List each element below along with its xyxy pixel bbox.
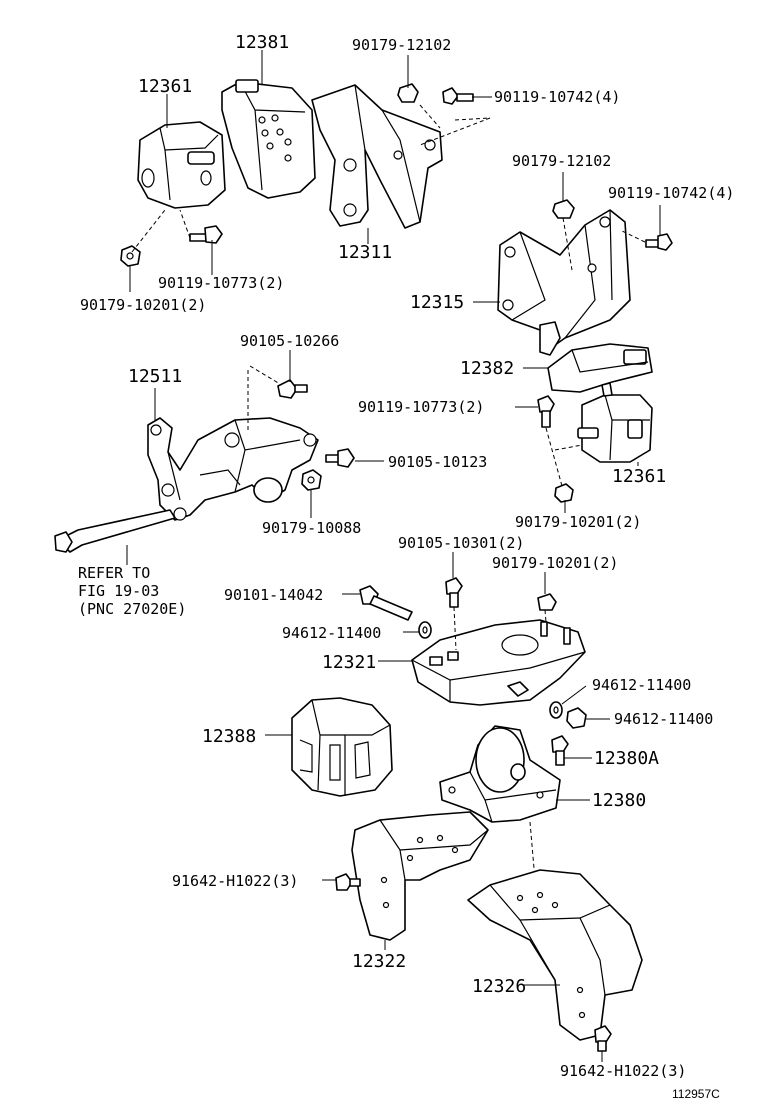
- nut-90179-10088: [301, 469, 322, 491]
- nut-90179-12102-top: [397, 83, 419, 103]
- label-12322: 12322: [352, 951, 406, 972]
- part-12322: [351, 811, 489, 941]
- part-12381: [221, 79, 316, 199]
- label-90119-10773-b: 90119-10773(2): [358, 398, 484, 416]
- label-12382: 12382: [460, 358, 514, 379]
- bolt-90119-10773-right: [537, 395, 555, 428]
- label-12315: 12315: [410, 292, 464, 313]
- bolt-90119-10742-top: [442, 87, 474, 105]
- part-12361-top: [137, 121, 226, 209]
- label-90179-10201-c: 90179-10201(2): [492, 554, 618, 572]
- label-12326: 12326: [472, 976, 526, 997]
- bolt-12380A: [551, 735, 569, 766]
- label-90179-10201-a: 90179-10201(2): [80, 296, 206, 314]
- label-90179-12102-b: 90179-12102: [512, 152, 611, 170]
- label-12311: 12311: [338, 242, 392, 263]
- label-90179-12102-a: 90179-12102: [352, 36, 451, 54]
- nut-90179-10201-right: [554, 483, 574, 503]
- label-94612-11400-b: 94612-11400: [592, 676, 691, 694]
- label-12361-a: 12361: [138, 76, 192, 97]
- long-bolt-refer: [54, 509, 176, 553]
- bolt-90119-10742-right: [645, 233, 673, 251]
- bolt-91642-H1022-b: [594, 1025, 612, 1052]
- label-12388: 12388: [202, 726, 256, 747]
- label-refer-line3: (PNC 27020E): [78, 600, 186, 618]
- label-12321: 12321: [322, 652, 376, 673]
- label-90119-10742-b: 90119-10742(4): [608, 184, 734, 202]
- label-90179-10088: 90179-10088: [262, 519, 361, 537]
- label-refer-line2: FIG 19-03: [78, 582, 159, 600]
- label-90105-10266: 90105-10266: [240, 332, 339, 350]
- part-12388: [291, 697, 393, 797]
- label-90179-10201-b: 90179-10201(2): [515, 513, 641, 531]
- nut-90179-12102-right: [552, 199, 575, 219]
- part-12380: [439, 725, 561, 823]
- bolt-91642-H1022-a: [335, 873, 361, 891]
- label-90101-14042: 90101-14042: [224, 586, 323, 604]
- part-12326: [467, 869, 643, 1041]
- part-12511: [147, 417, 319, 521]
- washer-94612-11400-b: [549, 701, 563, 719]
- label-91642-H1022-a: 91642-H1022(3): [172, 872, 298, 890]
- nut-94612-11400-c: [566, 707, 587, 729]
- label-90119-10773-a: 90119-10773(2): [158, 274, 284, 292]
- part-12382: [547, 343, 653, 393]
- label-94612-11400-a: 94612-11400: [282, 624, 381, 642]
- label-90105-10301: 90105-10301(2): [398, 534, 524, 552]
- bolt-90105-10123: [325, 448, 355, 468]
- label-12381: 12381: [235, 32, 289, 53]
- label-12380A: 12380A: [594, 748, 659, 769]
- part-12311: [311, 84, 443, 229]
- bolt-90105-10301: [445, 577, 463, 608]
- part-12361-right: [577, 382, 653, 463]
- label-90105-10123: 90105-10123: [388, 453, 487, 471]
- label-90119-10742-a: 90119-10742(4): [494, 88, 620, 106]
- label-94612-11400-c: 94612-11400: [614, 710, 713, 728]
- part-12315: [497, 209, 631, 356]
- part-12321: [411, 619, 586, 706]
- washer-94612-11400-a: [418, 621, 432, 639]
- label-refer-line1: REFER TO: [78, 564, 150, 582]
- nut-90179-10201-top: [120, 245, 141, 267]
- label-12361-b: 12361: [612, 466, 666, 487]
- bolt-90105-10266: [277, 379, 308, 399]
- label-12380: 12380: [592, 790, 646, 811]
- bolt-90101-14042: [359, 585, 413, 621]
- nut-90179-10201-mid: [537, 593, 557, 611]
- bolt-90119-10773-top: [189, 225, 223, 244]
- figure-code: 112957C: [672, 1087, 720, 1101]
- label-91642-H1022-b: 91642-H1022(3): [560, 1062, 686, 1080]
- label-12511: 12511: [128, 366, 182, 387]
